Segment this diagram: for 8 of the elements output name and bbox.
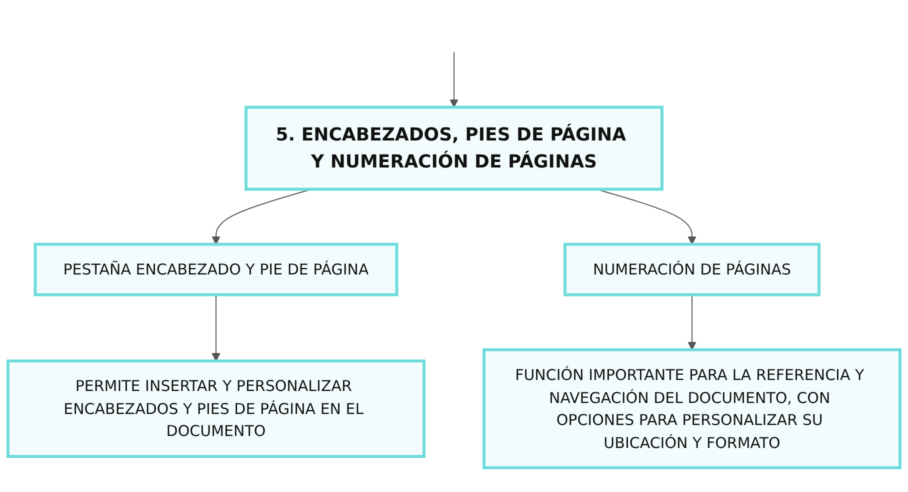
arrow [688, 294, 696, 350]
arrow [212, 294, 220, 362]
arrow [450, 52, 458, 108]
node-box: PERMITE INSERTAR Y PERSONALIZAR ENCABEZADOS Y PIES DE PÁGINA EN EL DOCUMENTO [6, 360, 426, 458]
node-box: PESTAÑA ENCABEZADO Y PIE DE PÁGINA [34, 242, 398, 296]
node-box: NUMERACIÓN DE PÁGINAS [563, 242, 821, 296]
node-box: FUNCIÓN IMPORTANTE PARA LA REFERENCIA Y NAVEGACIÓN DEL DOCUMENTO, CON OPCIONES PARA PERSONALIZAR SU UBICACIÓN Y FORMATO [482, 348, 902, 470]
node-box: 5. ENCABEZADOS, PIES DE PÁGINA Y NUMERACIÓN DE PÁGINAS [244, 106, 664, 191]
